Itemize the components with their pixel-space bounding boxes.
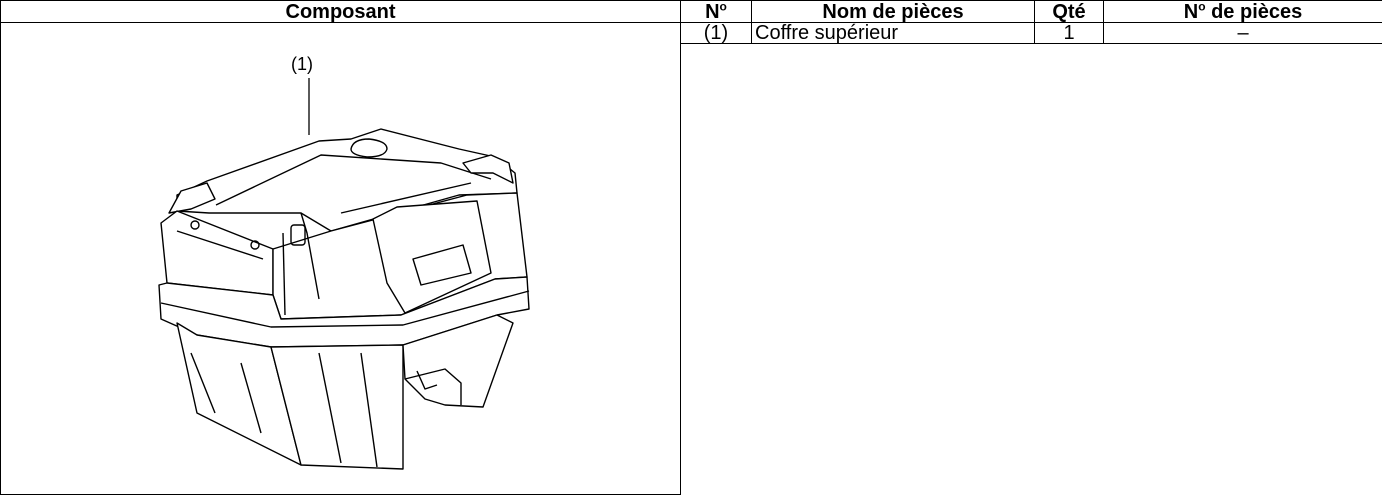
row-qty: 1	[1035, 23, 1104, 44]
top-case-illustration: (1)	[1, 23, 681, 499]
table-row: (1)	[1, 23, 1382, 44]
header-qty: Qté	[1035, 1, 1104, 23]
component-image-cell: (1)	[1, 23, 681, 495]
header-part-number: No de pièces	[1104, 1, 1382, 23]
header-part-name: Nom de pièces	[752, 1, 1035, 23]
row-number: (1)	[681, 23, 752, 44]
header-number: No	[681, 1, 752, 23]
row-part-name: Coffre supérieur	[752, 23, 1035, 44]
header-row: Composant No Nom de pièces Qté No de piè…	[1, 1, 1382, 23]
header-component: Composant	[1, 1, 681, 23]
empty-area	[681, 44, 1382, 495]
row-part-number: –	[1104, 23, 1382, 44]
callout-label: (1)	[291, 54, 313, 74]
top-case-drawing	[159, 129, 529, 469]
